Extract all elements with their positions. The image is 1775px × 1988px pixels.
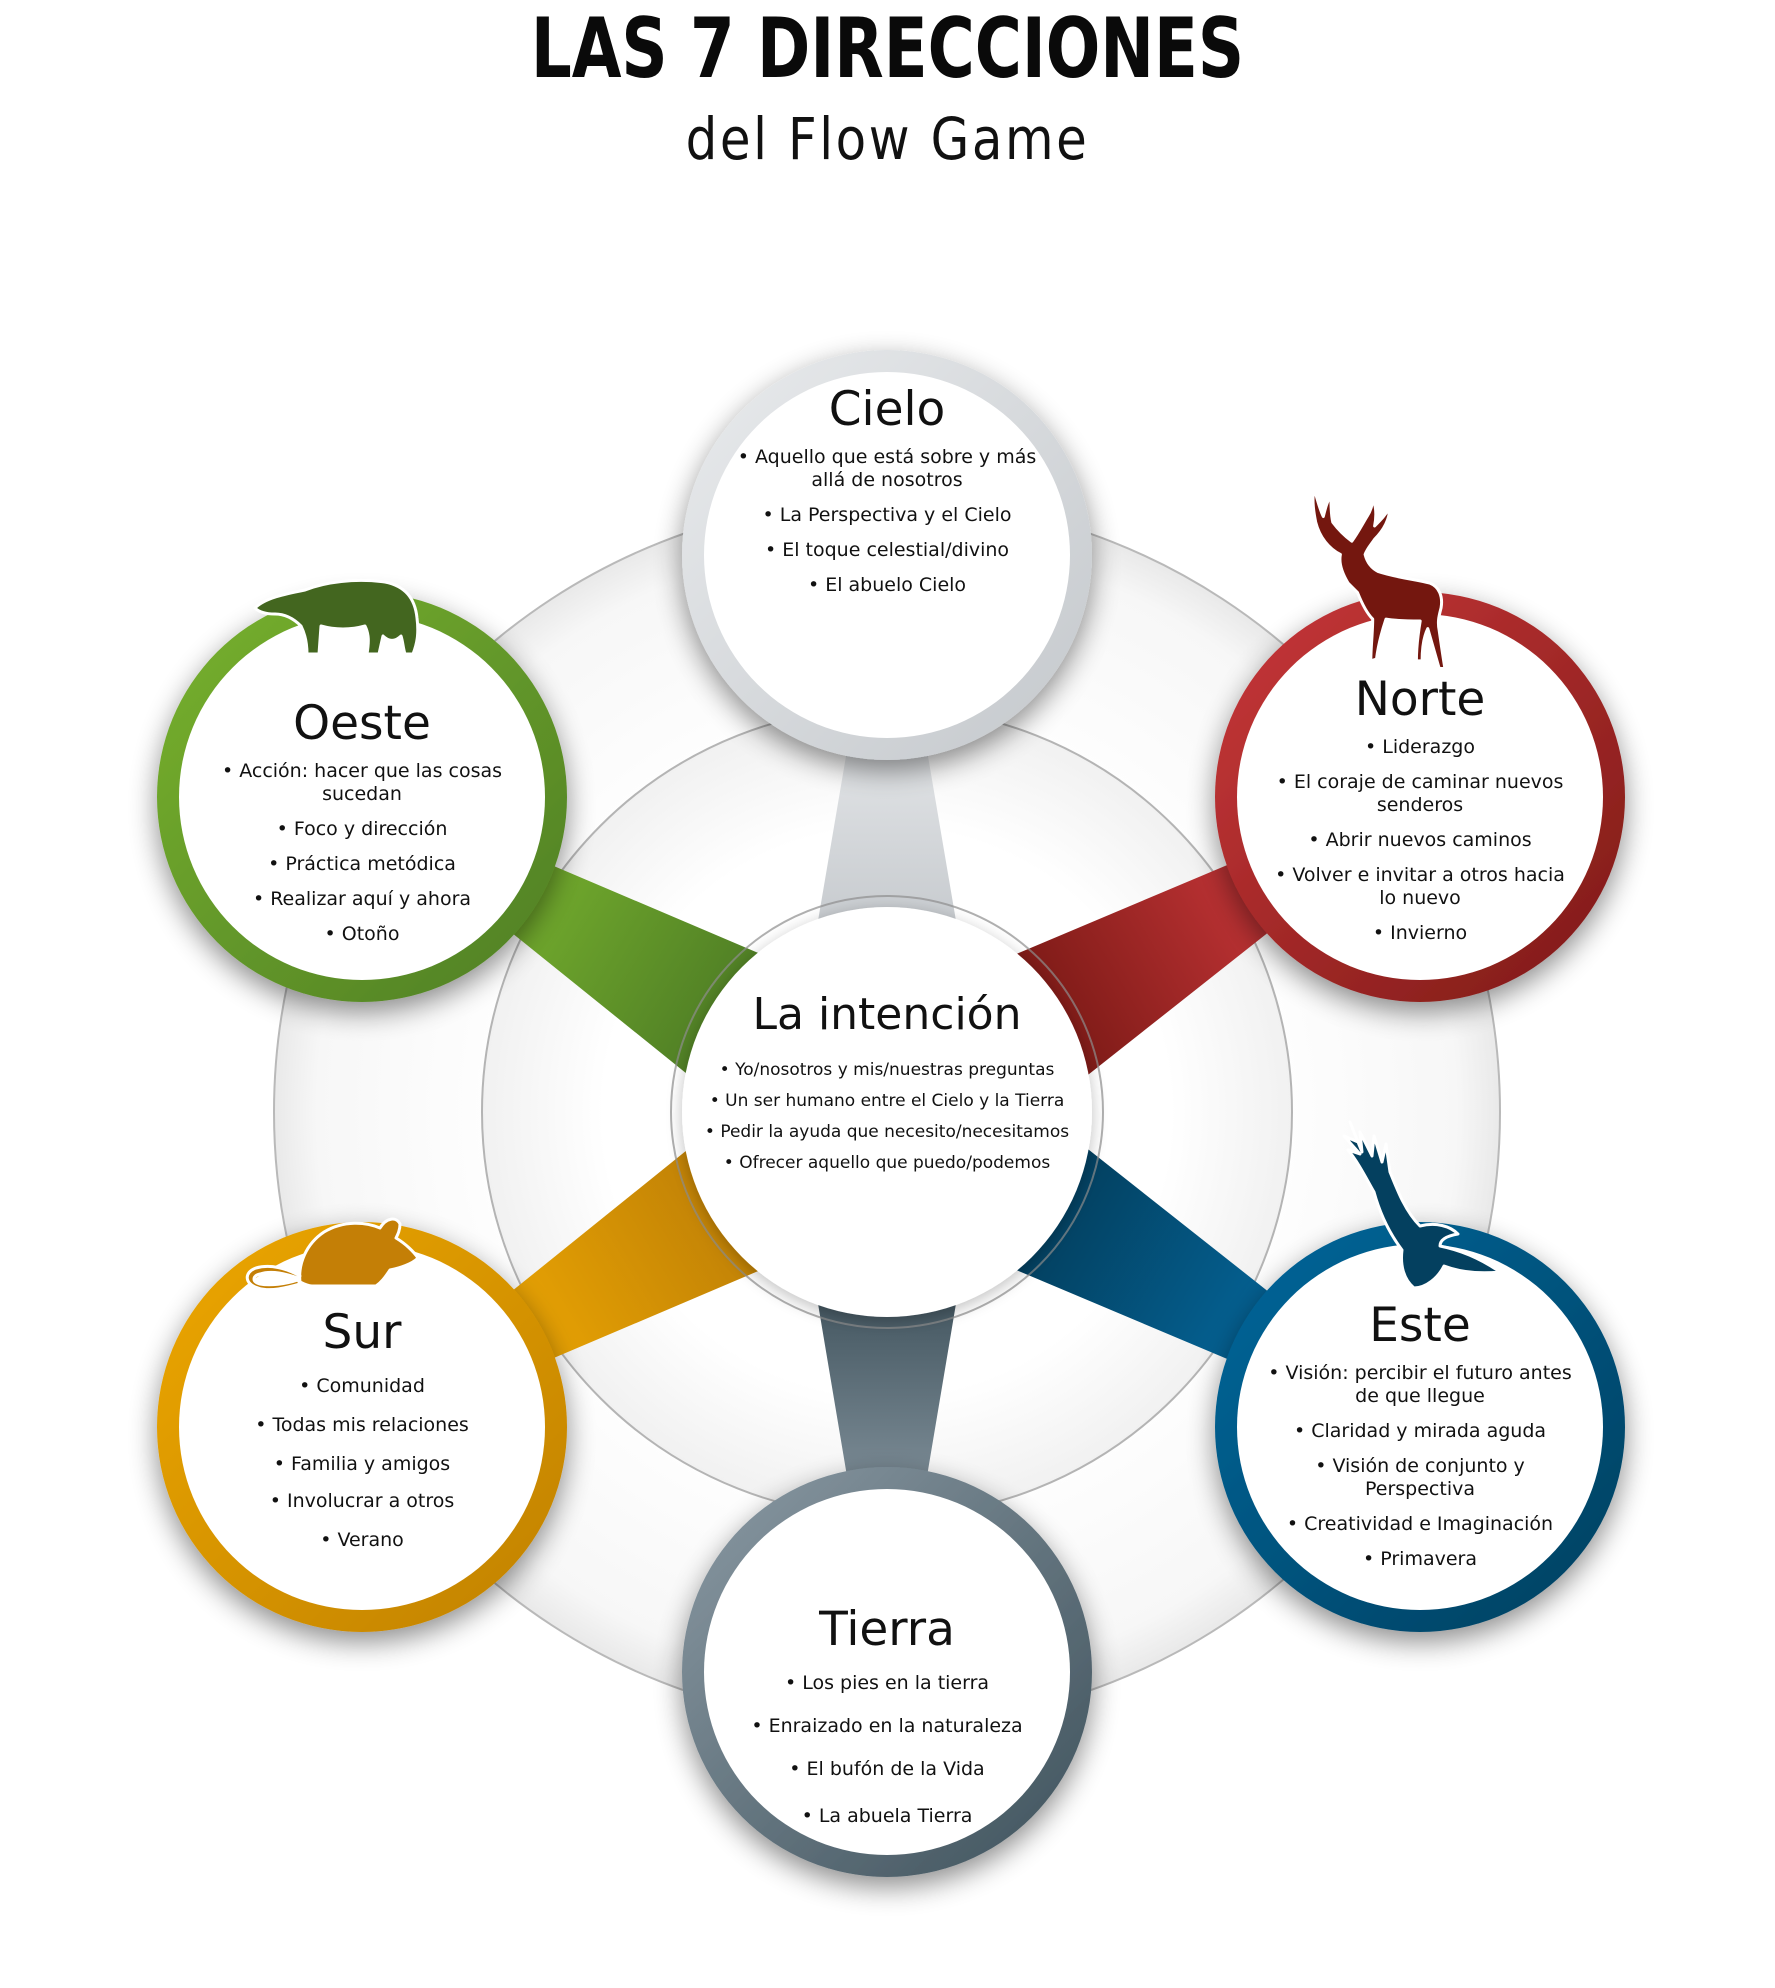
oeste-title: Oeste [293, 696, 431, 751]
list-item: La abuela Tierra [727, 1805, 1047, 1828]
list-item: Verano [212, 1529, 512, 1552]
cielo-text: Cielo Aquello que está sobre y más allá … [727, 382, 1047, 609]
list-item: Enraizado en la naturaleza [727, 1715, 1047, 1738]
list-item: Claridad y mirada aguda [1265, 1420, 1575, 1443]
list-item: El toque celestial/divino [727, 539, 1047, 562]
intention-list: Yo/nosotros y mis/nuestras preguntas Un … [687, 1060, 1087, 1173]
list-item: Foco y dirección [217, 818, 507, 841]
oeste-list: Acción: hacer que las cosas sucedan Foco… [217, 760, 507, 946]
list-item: Práctica metódica [217, 853, 507, 876]
list-item: Visión: percibir el futuro antes de que … [1265, 1362, 1575, 1408]
list-item: Abrir nuevos caminos [1270, 829, 1570, 852]
norte-list: Liderazgo El coraje de caminar nuevos se… [1270, 736, 1570, 945]
mouse-icon [245, 1217, 420, 1292]
list-item: Visión de conjunto y Perspectiva [1265, 1455, 1575, 1501]
norte-title: Norte [1354, 672, 1486, 727]
tierra-list: Los pies en la tierra Enraizado en la na… [727, 1672, 1047, 1828]
list-item: Otoño [217, 923, 507, 946]
list-item: Los pies en la tierra [727, 1672, 1047, 1695]
list-item: El bufón de la Vida [727, 1758, 1047, 1781]
list-item: Creatividad e Imaginación [1265, 1513, 1575, 1536]
sur-title: Sur [322, 1305, 402, 1360]
bear-icon [253, 578, 420, 656]
este-list: Visión: percibir el futuro antes de que … [1265, 1362, 1575, 1571]
list-item: El abuelo Cielo [727, 574, 1047, 597]
list-item: La Perspectiva y el Cielo [727, 504, 1047, 527]
page-subtitle: del Flow Game [685, 105, 1090, 173]
list-item: Primavera [1265, 1548, 1575, 1571]
list-item: Un ser humano entre el Cielo y la Tierra [687, 1091, 1087, 1111]
list-item: El coraje de caminar nuevos senderos [1270, 771, 1570, 817]
list-item: Comunidad [212, 1375, 512, 1398]
norte-text: Norte Liderazgo El coraje de caminar nue… [1270, 672, 1570, 957]
cielo-title: Cielo [828, 382, 946, 437]
list-item: Involucrar a otros [212, 1490, 512, 1513]
list-item: Acción: hacer que las cosas sucedan [217, 760, 507, 806]
intention-text: La intención Yo/nosotros y mis/nuestras … [687, 988, 1087, 1184]
list-item: Realizar aquí y ahora [217, 888, 507, 911]
oeste-text: Oeste Acción: hacer que las cosas suceda… [217, 696, 507, 958]
sur-list: Comunidad Todas mis relaciones Familia y… [212, 1375, 512, 1552]
tierra-text: Tierra Los pies en la tierra Enraizado e… [727, 1602, 1047, 1840]
intention-circle [682, 907, 1092, 1317]
este-text: Este Visión: percibir el futuro antes de… [1265, 1298, 1575, 1583]
este-title: Este [1369, 1298, 1471, 1353]
animals-layer [245, 486, 1502, 1292]
sur-text: Sur Comunidad Todas mis relaciones Famil… [212, 1305, 512, 1564]
cielo-list: Aquello que está sobre y más allá de nos… [727, 446, 1047, 597]
list-item: Invierno [1270, 922, 1570, 945]
list-item: Todas mis relaciones [212, 1414, 512, 1437]
eagle-icon [1342, 1120, 1502, 1290]
list-item: Ofrecer aquello que puedo/podemos [687, 1153, 1087, 1173]
list-item: Yo/nosotros y mis/nuestras preguntas [687, 1060, 1087, 1080]
tierra-title: Tierra [819, 1602, 955, 1657]
list-item: Liderazgo [1270, 736, 1570, 759]
intention-title: La intención [752, 989, 1022, 1040]
list-item: Volver e invitar a otros hacia lo nuevo [1270, 864, 1570, 910]
list-item: Familia y amigos [212, 1453, 512, 1476]
deer-icon [1311, 486, 1447, 671]
inner-ring [670, 895, 1104, 1329]
list-item: Aquello que está sobre y más allá de nos… [727, 446, 1047, 492]
page-title: LAS 7 DIRECCIONES [530, 0, 1245, 97]
list-item: Pedir la ayuda que necesito/necesitamos [687, 1122, 1087, 1142]
